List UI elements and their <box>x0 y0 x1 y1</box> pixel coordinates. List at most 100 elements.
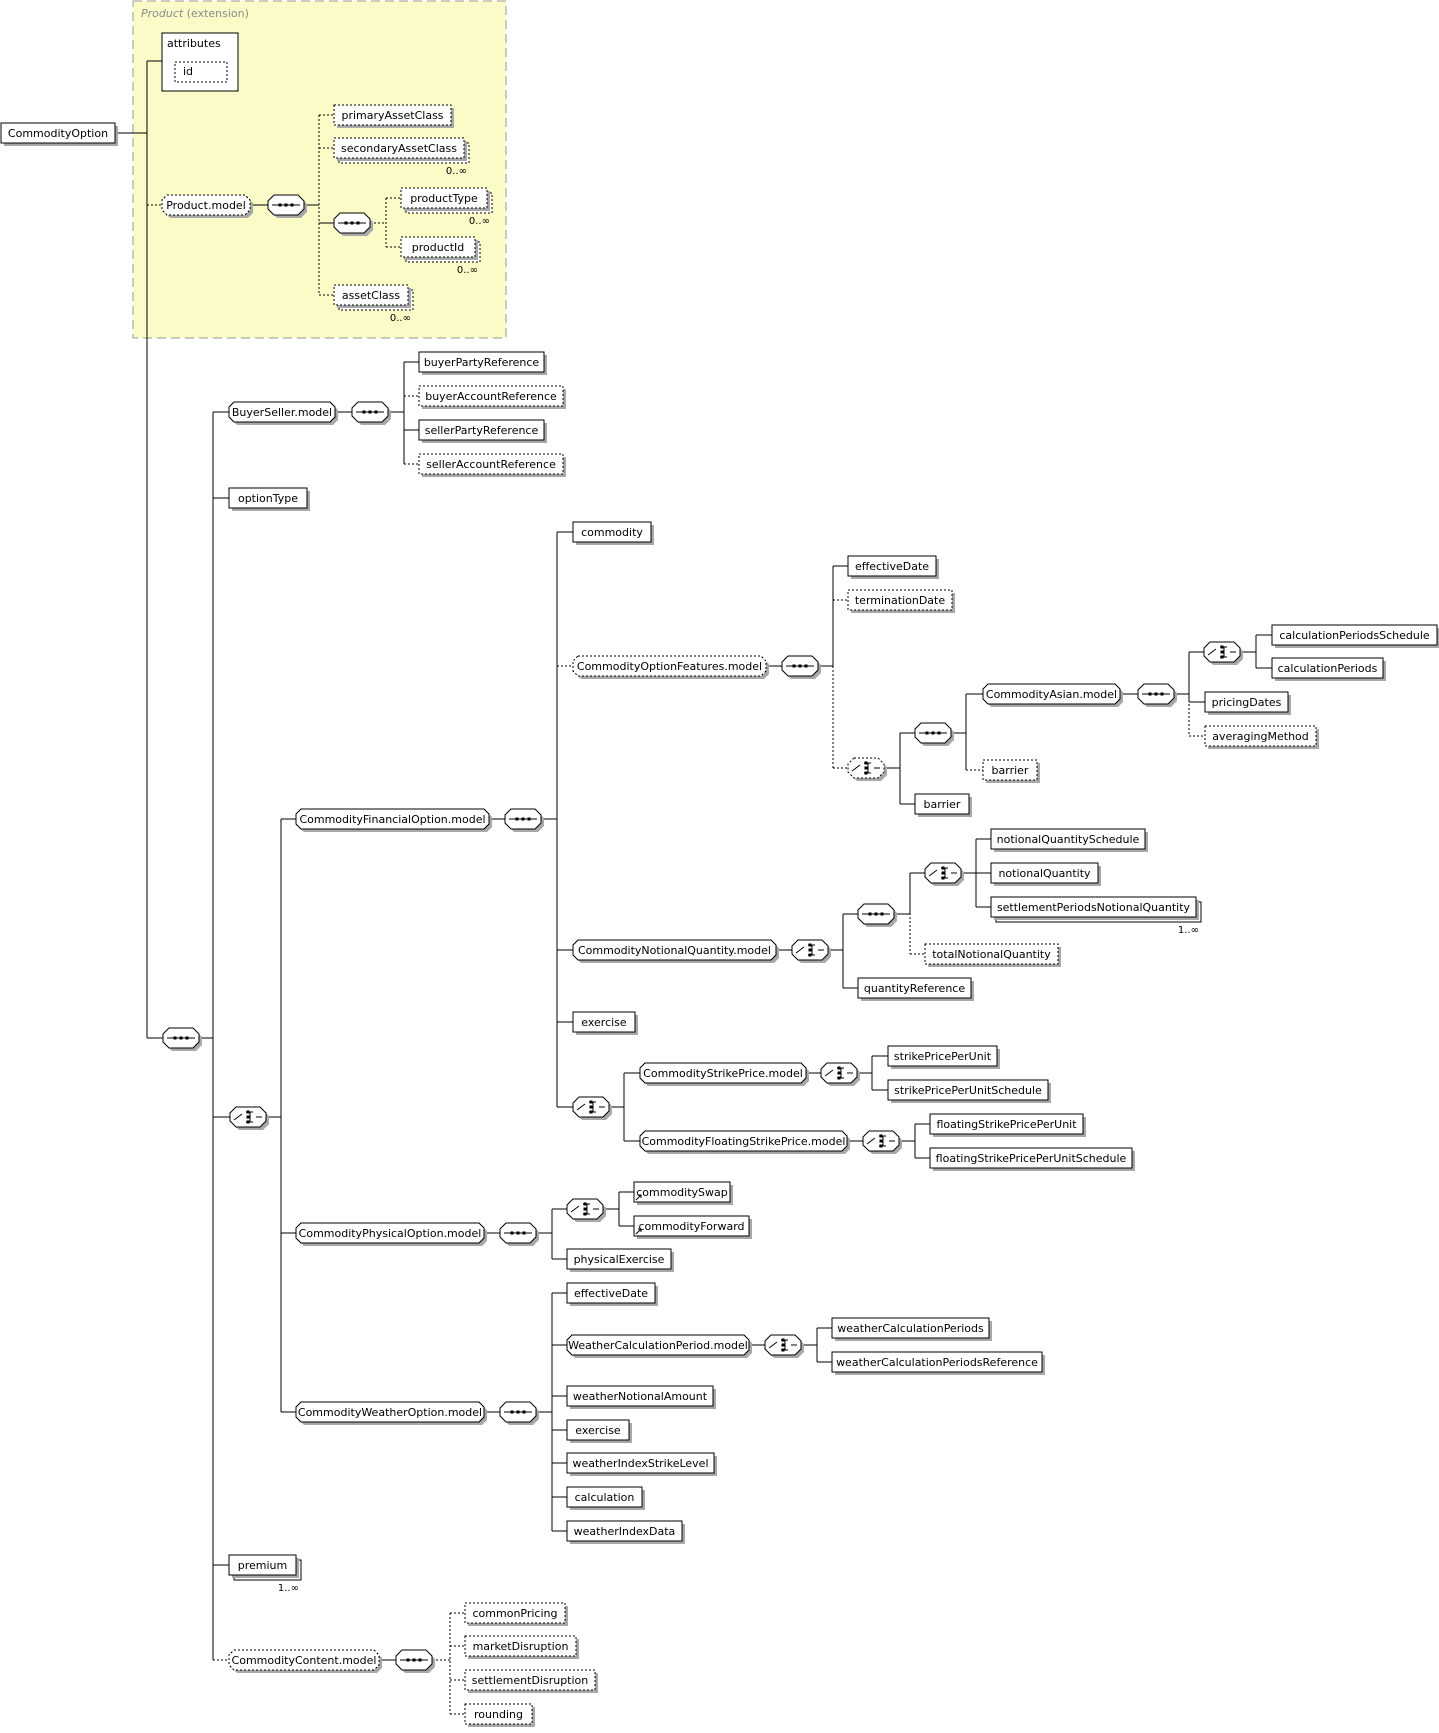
element-commodity-financial-option-model[interactable]: CommodityFinancialOption.model <box>295 808 492 832</box>
commodity-asian-sequence[interactable] <box>1137 683 1177 707</box>
element-asset-class[interactable]: assetClass <box>333 284 414 311</box>
calculation-periods-choice[interactable] <box>1203 641 1243 665</box>
element-commodity-option-features-model[interactable]: CommodityOptionFeatures.model <box>572 655 769 679</box>
element-commodity-floating-strike-price-model[interactable]: CommodityFloatingStrikePrice.model <box>639 1130 850 1154</box>
attribute-id[interactable] <box>174 61 228 83</box>
element-weather-calculation-period-model[interactable]: WeatherCalculationPeriod.model <box>566 1334 752 1358</box>
physical-option-sequence[interactable] <box>499 1222 539 1246</box>
element-weather-calculation-periods[interactable]: weatherCalculationPeriods <box>831 1317 992 1341</box>
product-type-sequence[interactable] <box>333 212 373 236</box>
element-weather-effective-date[interactable]: effectiveDate <box>566 1282 658 1306</box>
element-product-model[interactable]: Product.model <box>161 194 253 218</box>
sequence-dot <box>356 221 360 225</box>
asian-sequence[interactable] <box>914 722 954 746</box>
element-buyer-seller-model[interactable]: BuyerSeller.model <box>228 401 338 425</box>
buyer-seller-sequence[interactable] <box>351 401 391 425</box>
element-averaging-method[interactable]: averagingMethod <box>1204 725 1319 749</box>
choice-dot <box>1220 650 1224 654</box>
element-averaging-method-label: averagingMethod <box>1212 730 1309 743</box>
element-option-type[interactable]: optionType <box>228 487 310 511</box>
notional-quantity-choice[interactable] <box>791 939 831 963</box>
element-notional-quantity[interactable]: notionalQuantity <box>990 862 1101 886</box>
element-physical-exercise[interactable]: physicalExercise <box>566 1248 674 1272</box>
element-rounding[interactable]: rounding <box>464 1703 535 1727</box>
quantity-schedule-choice[interactable] <box>924 862 964 886</box>
strike-price-choice[interactable] <box>572 1096 612 1120</box>
element-weather-exercise[interactable]: exercise <box>566 1419 632 1443</box>
element-product-id[interactable]: productId <box>400 236 481 263</box>
element-weather-calculation-periods-reference[interactable]: weatherCalculationPeriodsReference <box>831 1351 1045 1375</box>
element-commodity-weather-option-model[interactable]: CommodityWeatherOption.model <box>295 1401 487 1425</box>
element-financial-exercise[interactable]: exercise <box>572 1011 638 1035</box>
element-calculation-periods-schedule[interactable]: calculationPeriodsSchedule <box>1271 624 1439 648</box>
element-root[interactable]: CommodityOption <box>0 122 118 146</box>
element-barrier-label: barrier <box>924 798 961 811</box>
element-common-pricing[interactable]: commonPricing <box>464 1602 568 1626</box>
sequence-dot <box>284 203 288 207</box>
element-commodity-strike-price-model[interactable]: CommodityStrikePrice.model <box>639 1062 809 1086</box>
element-settlement-periods-notional-quantity[interactable]: settlementPeriodsNotionalQuantity <box>990 896 1202 923</box>
sequence-dot <box>290 203 294 207</box>
element-calculation[interactable]: calculation <box>566 1486 645 1510</box>
sequence-dot <box>350 221 354 225</box>
element-commodity-swap[interactable]: commoditySwap <box>633 1181 733 1205</box>
element-primary-asset-class[interactable]: primaryAssetClass <box>333 104 454 128</box>
element-weather-notional-amount[interactable]: weatherNotionalAmount <box>566 1385 716 1409</box>
element-strike-price-per-unit[interactable]: strikePricePerUnit <box>887 1045 1000 1069</box>
element-commodity-strike-price-model-label: CommodityStrikePrice.model <box>643 1067 803 1080</box>
element-barrier[interactable]: barrier <box>914 793 972 817</box>
element-seller-party-reference-label: sellerPartyReference <box>425 424 539 437</box>
element-rounding-label: rounding <box>474 1708 523 1721</box>
element-floating-strike-price-per-unit-schedule[interactable]: floatingStrikePricePerUnitSchedule <box>929 1147 1135 1171</box>
element-termination-date[interactable]: terminationDate <box>847 589 955 613</box>
element-buyer-account-reference[interactable]: buyerAccountReference <box>418 385 566 409</box>
choice-icon <box>824 1068 853 1078</box>
commodity-content-sequence[interactable] <box>395 1649 435 1673</box>
element-settlement-disruption[interactable]: settlementDisruption <box>464 1669 598 1693</box>
element-barrier-optional[interactable]: barrier <box>982 759 1040 783</box>
element-total-notional-quantity[interactable]: totalNotionalQuantity <box>924 943 1061 967</box>
element-notional-quantity-schedule[interactable]: notionalQuantitySchedule <box>990 828 1148 852</box>
asian-barrier-choice[interactable] <box>847 757 887 781</box>
element-strike-price-per-unit-schedule[interactable]: strikePricePerUnitSchedule <box>887 1079 1051 1103</box>
reference-arrow-icon <box>635 1228 642 1235</box>
option-features-sequence[interactable] <box>781 655 821 679</box>
element-commodity-content-model[interactable]: CommodityContent.model <box>228 1649 382 1673</box>
element-weather-index-strike-level-label: weatherIndexStrikeLevel <box>572 1457 708 1470</box>
element-quantity-reference[interactable]: quantityReference <box>857 977 974 1001</box>
element-commodity-forward[interactable]: commodityForward <box>633 1215 752 1239</box>
physical-product-choice[interactable] <box>566 1198 606 1222</box>
weather-option-sequence[interactable] <box>499 1401 539 1425</box>
sequence-dot <box>1160 692 1164 696</box>
element-market-disruption[interactable]: marketDisruption <box>464 1635 579 1659</box>
financial-option-sequence[interactable] <box>504 808 544 832</box>
element-commodity-notional-quantity-model[interactable]: CommodityNotionalQuantity.model <box>572 939 779 963</box>
sequence-dot <box>798 664 802 668</box>
element-buyer-party-reference-label: buyerPartyReference <box>424 356 540 369</box>
notional-quantity-sequence[interactable] <box>857 903 897 927</box>
element-calculation-periods[interactable]: calculationPeriods <box>1271 657 1386 681</box>
element-seller-account-reference[interactable]: sellerAccountReference <box>418 453 566 477</box>
element-weather-index-strike-level[interactable]: weatherIndexStrikeLevel <box>566 1452 717 1476</box>
element-cof-effective-date[interactable]: effectiveDate <box>847 555 939 579</box>
product-model-sequence[interactable] <box>267 194 307 218</box>
strike-price-per-unit-choice[interactable] <box>820 1062 860 1086</box>
element-commodity[interactable]: commodity <box>572 521 654 545</box>
sequence-dot <box>510 1231 514 1235</box>
element-commodity-physical-option-model[interactable]: CommodityPhysicalOption.model <box>295 1222 487 1246</box>
sequence-dot <box>868 912 872 916</box>
floating-strike-choice[interactable] <box>862 1130 902 1154</box>
main-sequence[interactable] <box>162 1027 202 1051</box>
element-buyer-party-reference[interactable]: buyerPartyReference <box>418 351 547 375</box>
element-commodity-asian-model[interactable]: CommodityAsian.model <box>982 683 1123 707</box>
element-seller-party-reference[interactable]: sellerPartyReference <box>418 419 547 443</box>
element-weather-index-data[interactable]: weatherIndexData <box>566 1520 685 1544</box>
element-weather-index-data-label: weatherIndexData <box>574 1525 676 1538</box>
weather-calculation-choice[interactable] <box>764 1334 804 1358</box>
element-floating-strike-price-per-unit[interactable]: floatingStrikePricePerUnit <box>929 1113 1086 1137</box>
element-premium[interactable]: premium <box>228 1554 302 1581</box>
element-product-type[interactable]: productType <box>400 187 493 214</box>
element-secondary-asset-class[interactable]: secondaryAssetClass <box>333 137 470 164</box>
option-model-choice[interactable] <box>229 1106 269 1130</box>
element-pricing-dates[interactable]: pricingDates <box>1204 691 1291 715</box>
